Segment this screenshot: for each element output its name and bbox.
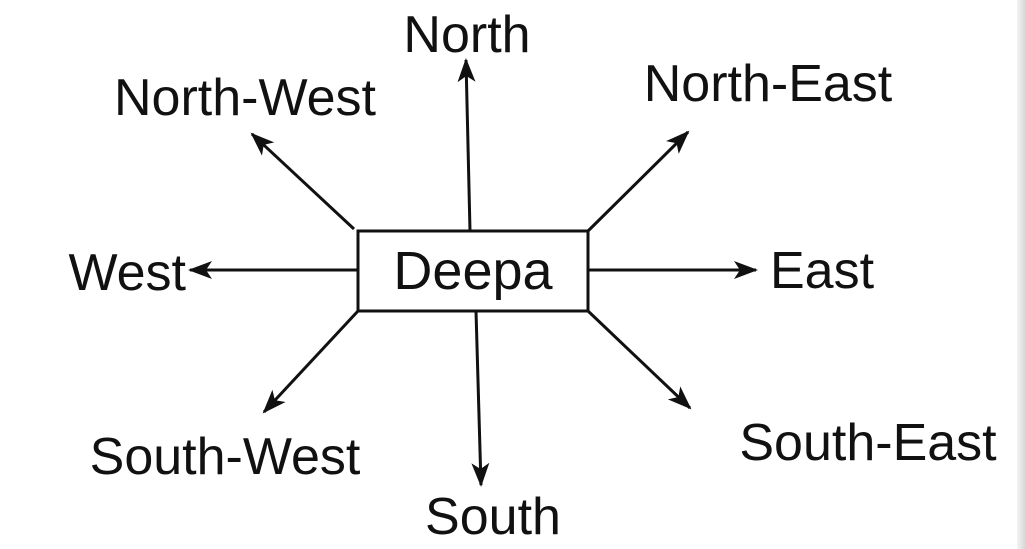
arrow-north-east	[586, 130, 690, 233]
center-label: Deepa	[393, 241, 553, 301]
arrow-south	[471, 310, 490, 487]
label-north: North	[403, 6, 530, 64]
label-south-east: South-East	[739, 414, 997, 472]
page-edge-shadow	[1017, 0, 1025, 549]
arrow-south-east	[586, 309, 692, 410]
label-west: West	[68, 244, 186, 302]
label-south: South	[425, 488, 561, 546]
arrow-south-west	[262, 309, 360, 414]
label-north-east: North-East	[644, 55, 893, 113]
label-north-west: North-West	[114, 69, 377, 127]
label-south-west: South-West	[90, 428, 361, 486]
arrow-north	[457, 58, 476, 232]
arrow-north-west	[250, 132, 356, 231]
label-east: East	[770, 242, 875, 300]
